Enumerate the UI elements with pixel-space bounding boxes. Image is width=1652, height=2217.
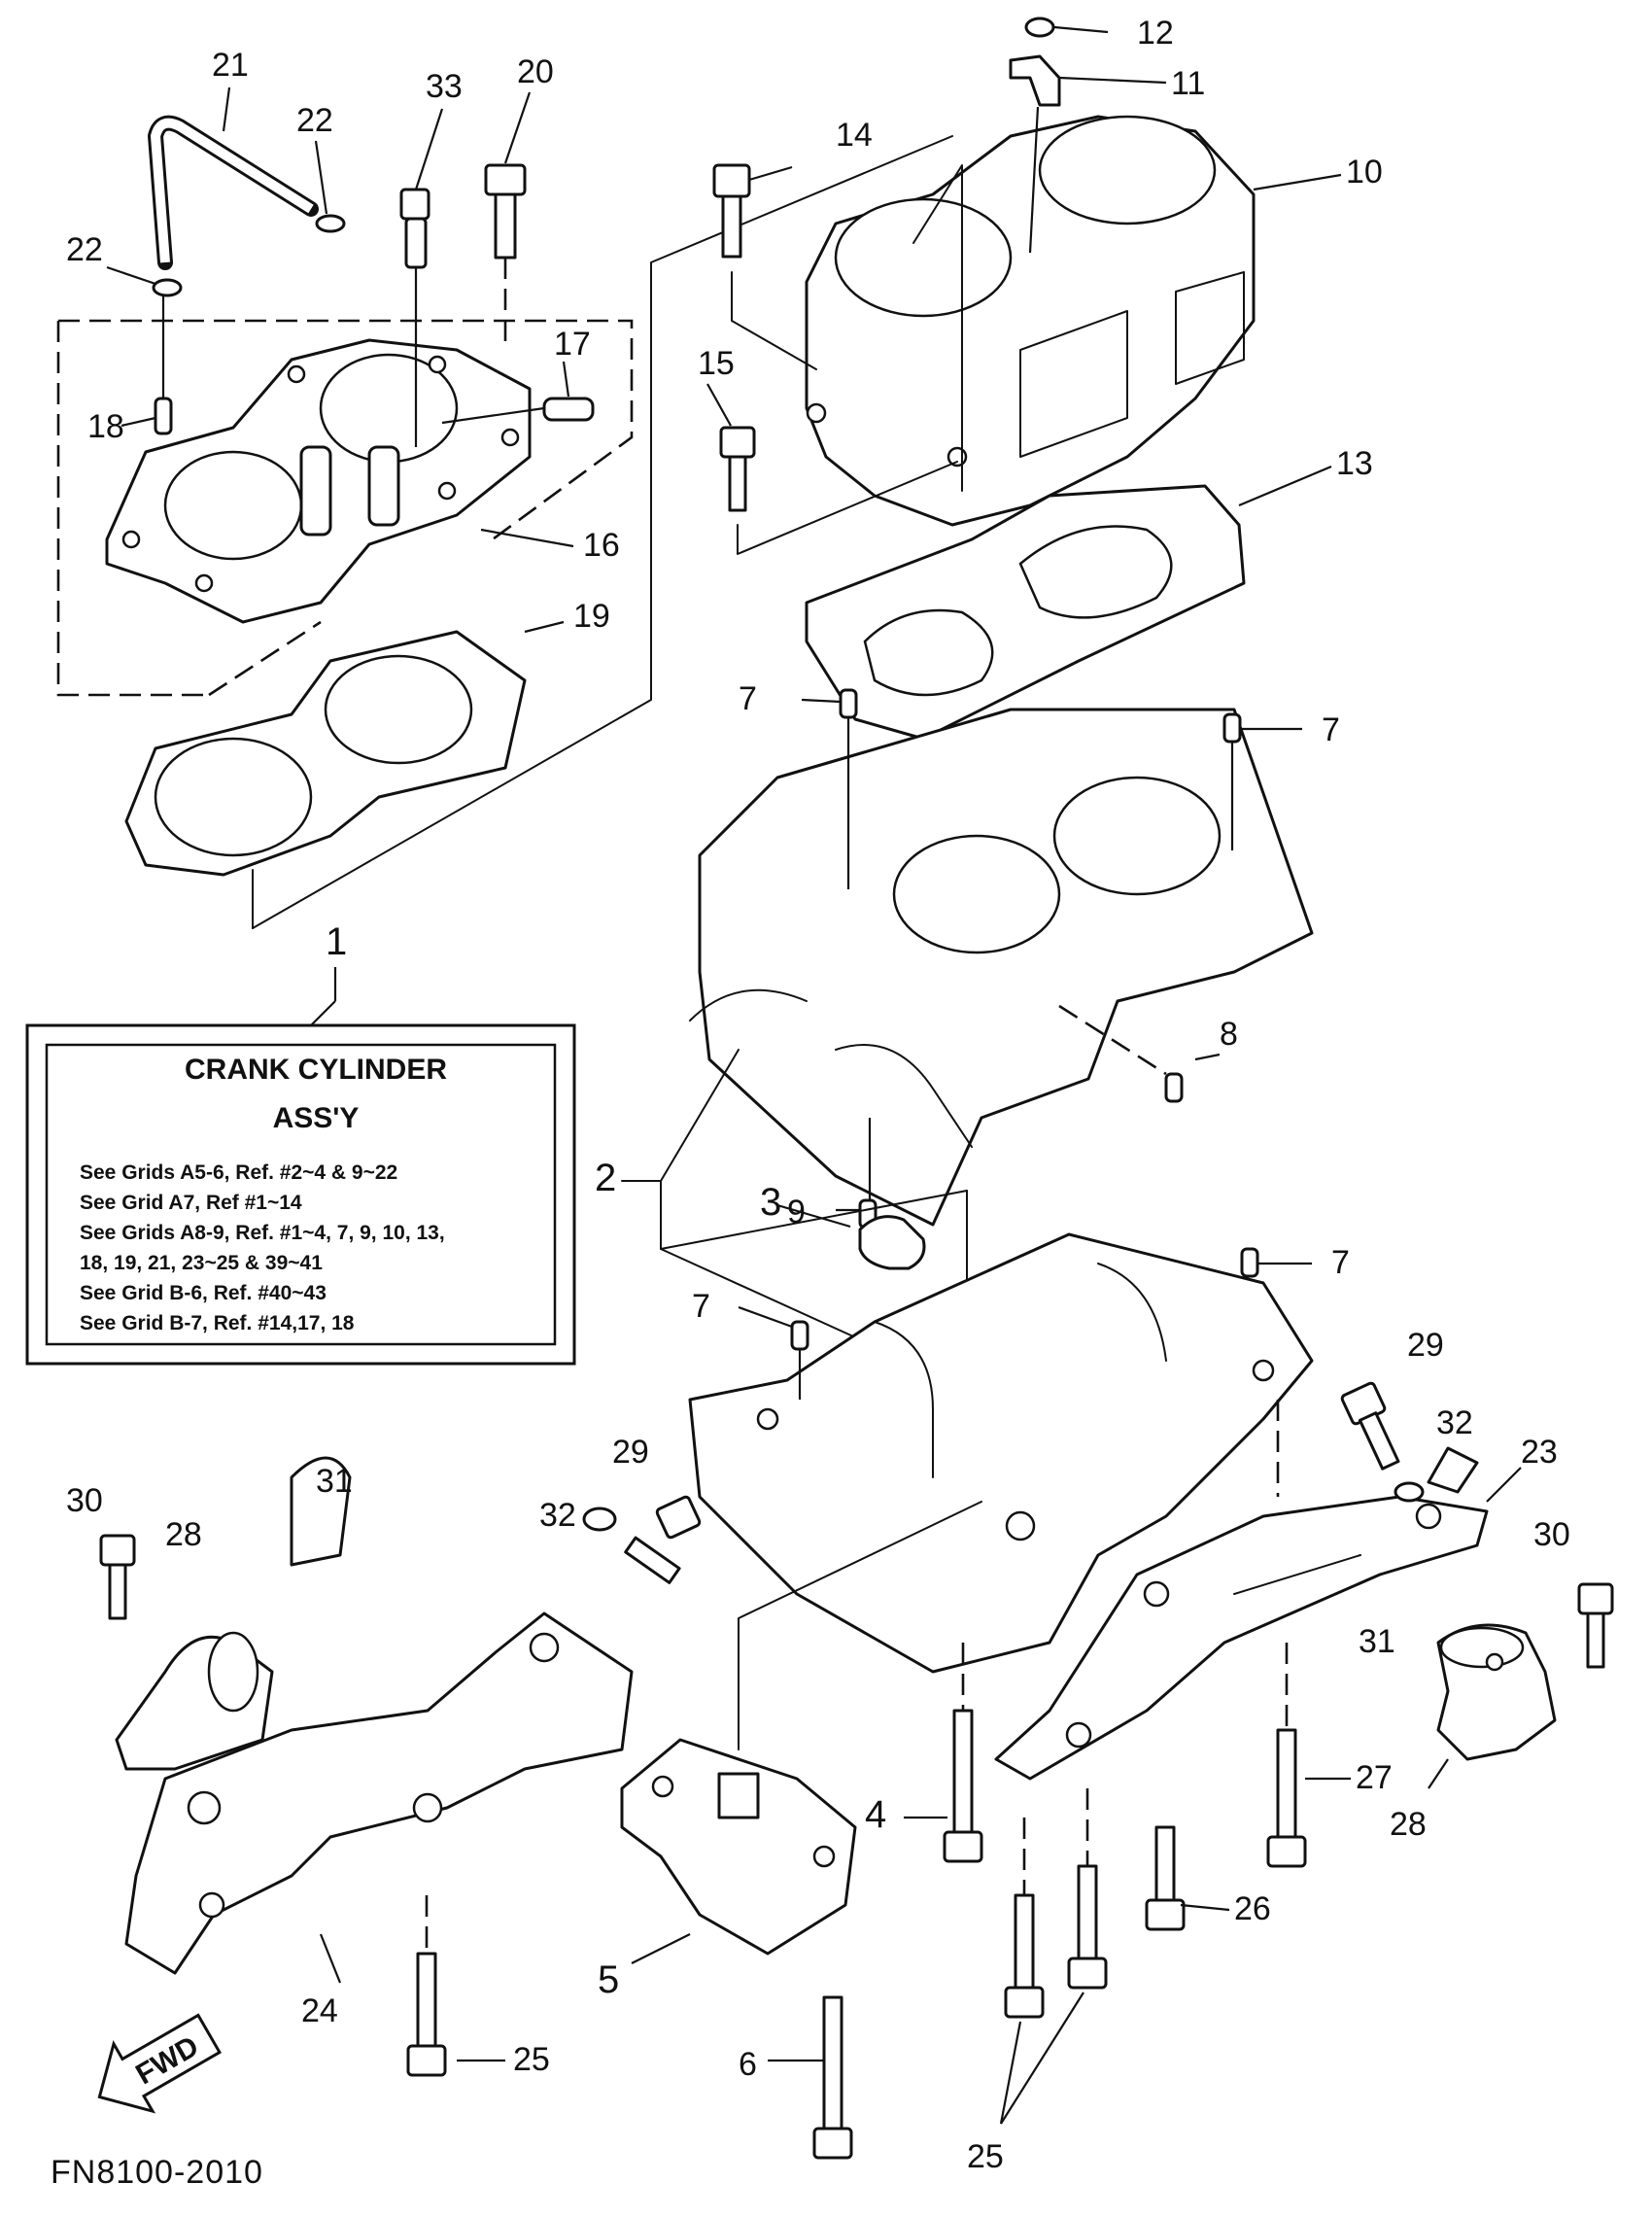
dowel-pin [1222, 712, 1242, 744]
callout-number: 19 [573, 598, 610, 635]
bolt [655, 1495, 702, 1540]
lower-crankcase-body [688, 1232, 1314, 1674]
bolt [416, 1952, 437, 2048]
upper-crankcase [689, 708, 1314, 1227]
bolt [1276, 1728, 1297, 1839]
through-bolt [822, 1995, 843, 2130]
callout-number: 25 [967, 2138, 1004, 2175]
info-box-line: See Grid B-7, Ref. #14,17, 18 [80, 1312, 355, 1334]
cylinder-bolt [719, 426, 756, 459]
callout-number: 10 [1346, 154, 1383, 191]
callout-number: 21 [212, 47, 249, 84]
bolt [1154, 1825, 1176, 1902]
info-box: CRANK CYLINDER ASS'Y See Grids A5-6, Ref… [25, 1023, 576, 1366]
callout-number: 30 [1533, 1516, 1570, 1553]
forward-direction-arrow: FWD [97, 2013, 223, 2114]
drawing-code: FN8100-2010 [51, 2154, 263, 2191]
info-box-line: See Grid B-6, Ref. #40~43 [80, 1282, 327, 1304]
callout-number: 11 [1171, 65, 1205, 102]
callout-number: 16 [583, 527, 620, 564]
callout-number: 22 [296, 102, 333, 139]
hose-clip [315, 214, 346, 233]
hose-clip [152, 278, 183, 297]
callout-number: 7 [1331, 1244, 1350, 1281]
callout-number: 15 [698, 345, 735, 382]
callout-number: 32 [1436, 1404, 1473, 1441]
engine-mount-bracket-right [994, 1495, 1489, 1781]
callout-number: 4 [865, 1793, 886, 1836]
info-box-line: See Grids A8-9, Ref. #1~4, 7, 9, 10, 13, [80, 1222, 445, 1244]
lower-crankcase [688, 1232, 1314, 1674]
callout-number: 3 [760, 1181, 781, 1224]
dowel-pin [1164, 1072, 1184, 1103]
washer [1394, 1481, 1425, 1503]
bolt [99, 1534, 136, 1567]
callout-number: 12 [1137, 15, 1174, 52]
callout-number: 18 [87, 408, 124, 445]
bolt [484, 163, 527, 196]
head-group-dashed-frame [56, 321, 209, 697]
callout-number: 26 [1234, 1890, 1271, 1927]
engine-mount-bracket-left [124, 1611, 634, 1975]
dowel-pin [790, 1320, 809, 1351]
callout-number: 24 [301, 1992, 338, 2029]
callout-number: 7 [692, 1288, 710, 1325]
cylinder-block [805, 115, 1256, 527]
callout-number: 2 [595, 1157, 616, 1199]
through-bolt [952, 1709, 974, 1834]
callout-number: 31 [1359, 1623, 1395, 1660]
callout-number: 17 [554, 326, 591, 363]
dowel-pin [154, 397, 173, 435]
callout-number: 32 [539, 1497, 576, 1534]
callout-number: 7 [1322, 711, 1340, 748]
damper-plate [1427, 1446, 1479, 1494]
fitting [542, 397, 595, 422]
dowel-pin [1240, 1247, 1259, 1278]
upper-crankcase-body [698, 708, 1314, 1227]
callout-number: 28 [1390, 1806, 1427, 1843]
callout-number: 25 [513, 2041, 550, 2078]
bolt [1077, 1864, 1098, 1960]
dowel-pin [839, 688, 858, 719]
info-box-line: See Grids A5-6, Ref. #2~4 & 9~22 [80, 1161, 397, 1184]
callout-number: 1 [326, 920, 347, 963]
callout-number: 9 [787, 1194, 806, 1230]
callout-number: 27 [1356, 1759, 1393, 1796]
callout-number: 7 [739, 680, 757, 717]
callout-number: 22 [66, 231, 103, 268]
callout-number: 14 [836, 117, 873, 154]
center-engine-mount [620, 1738, 857, 1956]
callout-number: 28 [165, 1516, 202, 1553]
bushing [858, 1215, 926, 1270]
callout-labels: 1 2 3 4 5 6 7 7 7 7 8 9 10 11 12 13 14 1… [66, 15, 1570, 2175]
temperature-sensor [399, 188, 430, 221]
bracket [1009, 54, 1061, 107]
callout-number: 29 [1407, 1327, 1444, 1364]
bolt [1577, 1582, 1614, 1615]
cylinder-base-gasket [805, 484, 1246, 741]
callout-number: 31 [316, 1463, 353, 1500]
info-box-line: See Grid A7, Ref #1~14 [80, 1192, 302, 1214]
callout-number: 6 [739, 2046, 757, 2083]
washer [582, 1507, 617, 1532]
callout-number: 23 [1521, 1434, 1558, 1471]
cylinder-head-group [56, 115, 634, 697]
callout-number: 29 [612, 1434, 649, 1471]
screw [1024, 17, 1055, 38]
info-box-line: 18, 19, 21, 23~25 & 39~41 [80, 1252, 323, 1274]
callout-number: 13 [1336, 445, 1373, 482]
info-box-title: CRANK CYLINDER [185, 1054, 447, 1086]
callout-number: 20 [517, 53, 554, 90]
callout-number: 30 [66, 1482, 103, 1519]
bolt [1014, 1893, 1035, 1990]
damper-plate [290, 1456, 352, 1567]
callout-number: 5 [598, 1958, 619, 2001]
info-box-subtitle: ASS'Y [273, 1102, 360, 1134]
callout-number: 8 [1220, 1016, 1238, 1053]
callout-number: 33 [426, 68, 463, 105]
cylinder-bolt [712, 163, 751, 198]
